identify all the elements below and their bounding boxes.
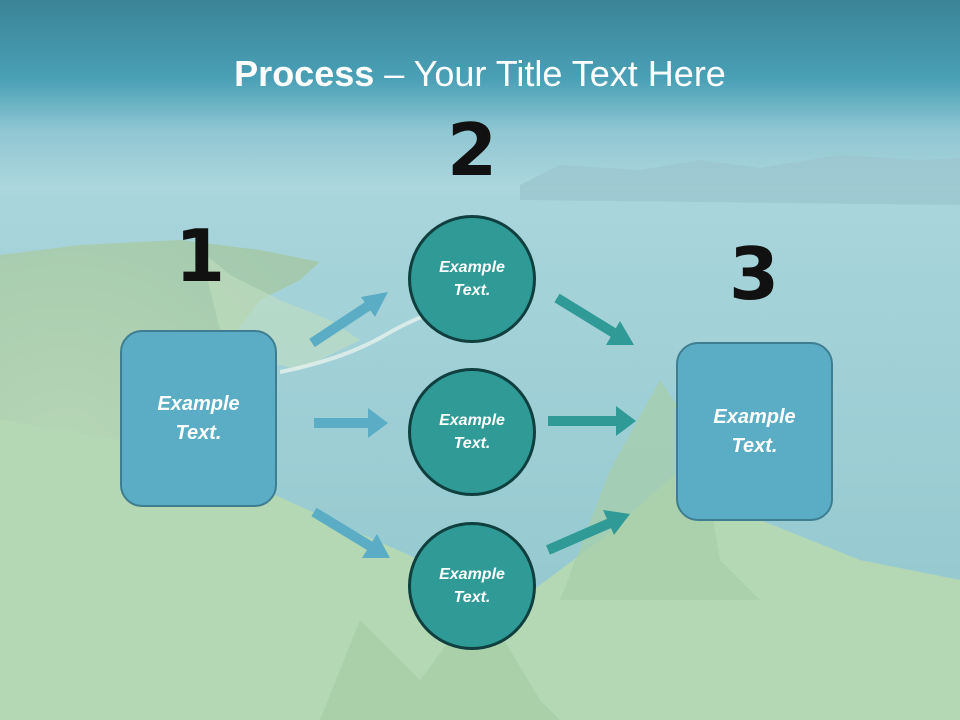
arrow-left-to-bottom: [311, 507, 390, 558]
arrow-top-to-right: [554, 293, 634, 345]
title-bold: Process: [234, 53, 375, 94]
process-circle-bottom[interactable]: Example Text.: [408, 522, 536, 650]
left-process-box[interactable]: Example Text.: [120, 330, 277, 507]
step-number-2: 2: [446, 108, 498, 192]
process-circle-top[interactable]: Example Text.: [408, 215, 536, 343]
arrow-middle-to-right: [548, 406, 636, 436]
arrow-left-to-top: [309, 292, 388, 348]
process-circle-middle[interactable]: Example Text.: [408, 368, 536, 496]
title-rest: – Your Title Text Here: [374, 53, 726, 94]
arrow-bottom-to-right: [546, 510, 630, 555]
slide-title: Process – Your Title Text Here: [0, 52, 960, 96]
step-number-3: 3: [728, 232, 780, 316]
step-number-1: 1: [174, 214, 226, 298]
arrow-left-to-middle: [314, 408, 388, 438]
right-process-box[interactable]: Example Text.: [676, 342, 833, 521]
